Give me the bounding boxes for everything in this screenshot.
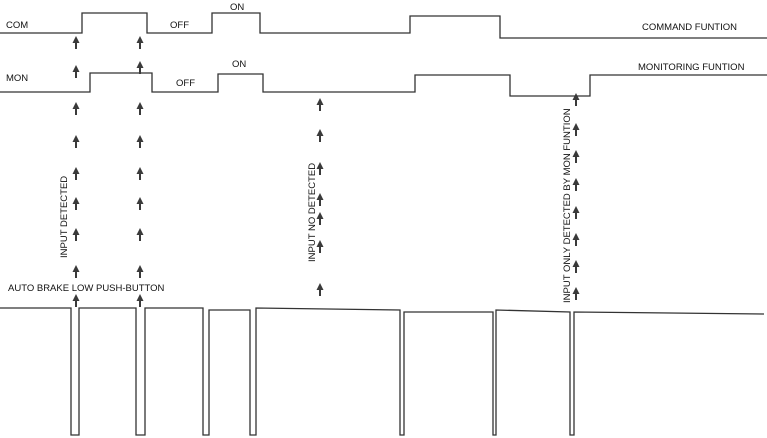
up-arrow-icon [72, 36, 80, 49]
up-arrow-icon [572, 93, 580, 106]
up-arrow-icon [572, 178, 580, 191]
up-arrow-icon [136, 197, 144, 210]
up-arrow-icon [72, 228, 80, 241]
com-function-label: COMMAND FUNTION [642, 22, 737, 33]
up-arrow-icon [316, 162, 324, 175]
detection-arrows [72, 36, 580, 307]
up-arrow-icon [316, 240, 324, 253]
up-arrow-icon [316, 98, 324, 111]
up-arrow-icon [136, 294, 144, 307]
up-arrow-icon [72, 294, 80, 307]
up-arrow-icon [572, 233, 580, 246]
mon-function-label: MONITORING FUNTION [638, 62, 745, 73]
input-signal-label: AUTO BRAKE LOW PUSH-BUTTON [8, 283, 165, 294]
com-signal-label: COM [6, 20, 28, 31]
input-waveform [0, 307, 765, 436]
up-arrow-icon [136, 228, 144, 241]
up-arrow-icon [136, 102, 144, 115]
input-no-detected-annotation: INPUT NO DETECTED [307, 163, 318, 262]
up-arrow-icon [316, 193, 324, 206]
up-arrow-icon [72, 265, 80, 278]
up-arrow-icon [136, 167, 144, 180]
up-arrow-icon [72, 65, 80, 78]
input-only-mon-annotation: INPUT ONLY DETECTED BY MON FUNTION [562, 108, 573, 303]
up-arrow-icon [136, 265, 144, 278]
up-arrow-icon [136, 36, 144, 49]
mon-waveform [0, 72, 767, 97]
mon-on-label: ON [232, 59, 246, 70]
up-arrow-icon [572, 150, 580, 163]
up-arrow-icon [572, 287, 580, 300]
com-on-label: ON [230, 2, 244, 13]
up-arrow-icon [136, 61, 144, 74]
up-arrow-icon [72, 135, 80, 148]
up-arrow-icon [136, 135, 144, 148]
up-arrow-icon [572, 123, 580, 136]
input-detected-annotation: INPUT DETECTED [59, 176, 70, 258]
up-arrow-icon [72, 167, 80, 180]
up-arrow-icon [316, 212, 324, 225]
up-arrow-icon [72, 102, 80, 115]
mon-signal-label: MON [6, 73, 28, 84]
com-waveform [0, 12, 767, 39]
up-arrow-icon [572, 206, 580, 219]
up-arrow-icon [72, 197, 80, 210]
mon-off-label: OFF [176, 78, 195, 89]
up-arrow-icon [316, 283, 324, 296]
com-off-label: OFF [170, 20, 189, 31]
up-arrow-icon [572, 260, 580, 273]
up-arrow-icon [316, 129, 324, 142]
